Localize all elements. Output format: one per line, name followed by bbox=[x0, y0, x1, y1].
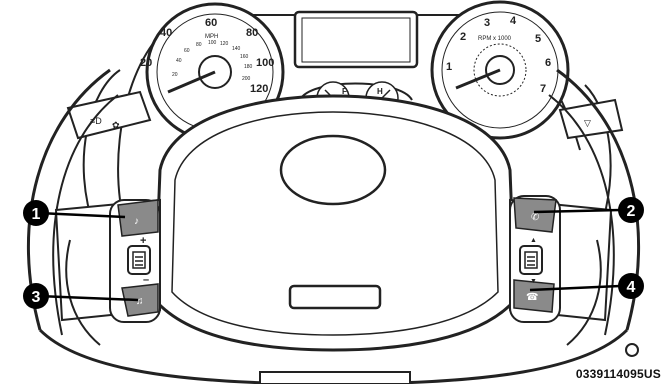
volume-plus-label: + bbox=[140, 235, 146, 247]
callout-3-number: 3 bbox=[32, 289, 41, 306]
callout-1-number: 1 bbox=[32, 206, 41, 223]
seek-rocker[interactable] bbox=[520, 246, 542, 274]
phone-icon: ✆ bbox=[531, 212, 539, 223]
callout-3: 3 bbox=[23, 283, 49, 309]
speedo-inner-80: 80 bbox=[196, 42, 202, 48]
speedo-outer-80: 80 bbox=[246, 27, 258, 39]
speedo-inner-200: 200 bbox=[242, 76, 251, 82]
tach-2: 2 bbox=[460, 31, 466, 43]
speedo-outer-60: 60 bbox=[205, 17, 217, 29]
callout-2-number: 2 bbox=[627, 203, 636, 220]
seek-up-label: ▲ bbox=[530, 237, 537, 244]
svg-text:▽: ▽ bbox=[584, 118, 591, 128]
callout-2: 2 bbox=[618, 197, 644, 223]
speedo-outer-100: 100 bbox=[256, 57, 274, 69]
left-switch-pod: ♪ ♫ + – bbox=[110, 200, 160, 322]
speedo-outer-120: 120 bbox=[250, 83, 268, 95]
speedo-inner-20: 20 bbox=[172, 72, 178, 78]
speedo-inner-40: 40 bbox=[176, 58, 182, 64]
seek-down-label: ▼ bbox=[530, 278, 537, 285]
speedo-inner-140: 140 bbox=[232, 46, 241, 52]
speedo-inner-160: 160 bbox=[240, 54, 249, 60]
callout-4-number: 4 bbox=[627, 279, 636, 296]
speedo-inner-120: 120 bbox=[220, 41, 229, 47]
temp-hot-label: H bbox=[377, 87, 383, 96]
tach-4: 4 bbox=[510, 15, 517, 27]
callout-1: 1 bbox=[23, 200, 49, 226]
left-stalk: ≡D ✿ bbox=[68, 92, 150, 138]
tach-5: 5 bbox=[535, 33, 541, 45]
speedo-inner-180: 180 bbox=[244, 64, 253, 70]
tach-unit: RPM x 1000 bbox=[478, 36, 512, 42]
voice-command-icon: ♫ bbox=[136, 296, 144, 307]
speedo-outer-40: 40 bbox=[160, 27, 172, 39]
callout-4: 4 bbox=[618, 273, 644, 299]
hang-up-icon: ☎ bbox=[526, 292, 538, 303]
tach-6: 6 bbox=[545, 57, 551, 69]
svg-text:✿: ✿ bbox=[112, 120, 120, 130]
volume-minus-label: – bbox=[143, 274, 149, 286]
center-display bbox=[295, 12, 417, 67]
volume-rocker[interactable] bbox=[128, 246, 150, 274]
speedo-inner-100: 100 bbox=[208, 40, 217, 46]
tach-7: 7 bbox=[540, 83, 546, 95]
speedo-inner-60: 60 bbox=[184, 48, 190, 54]
right-switch-pod: ✆ ☎ ▲ ▼ bbox=[510, 196, 560, 322]
tach-1: 1 bbox=[446, 61, 452, 73]
tach-3: 3 bbox=[484, 17, 490, 29]
voice-recognition-icon: ♪ bbox=[134, 216, 139, 227]
image-code: 0339114095US bbox=[576, 367, 661, 381]
speedo-outer-20: 20 bbox=[140, 57, 152, 69]
